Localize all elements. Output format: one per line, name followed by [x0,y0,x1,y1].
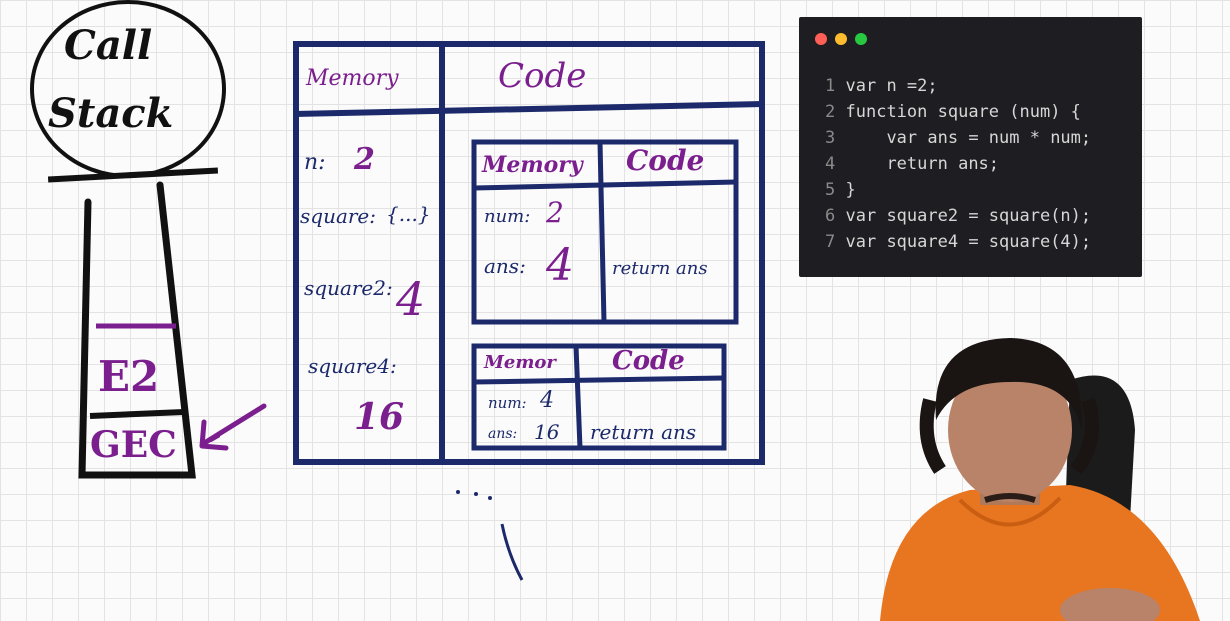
gec-memory-key-square4: square4: [308,354,397,378]
ctx1-num-key: num: [484,206,531,227]
ctx2-ans-key: ans: [488,426,518,442]
code-line-5: 5 } [825,180,856,200]
call-stack-title-line1: Call [64,22,153,69]
code-line-4: 4 return ans; [825,154,1000,174]
stack-frame-gec: GEC [90,424,177,466]
arrow-to-gec [199,403,267,451]
stack-frame-e2: E2 [98,352,160,401]
ctx2-num-value: 4 [540,388,554,413]
pen-marks [456,490,524,581]
gec-memory-value-square2: 4 [396,272,426,326]
gec-memory-header: Memory [306,66,399,91]
presenter-webcam [880,338,1200,621]
gec-memory-value-n: 2 [354,142,375,177]
gec-memory-key-square2: square2: [304,276,393,300]
code-line-3: 3 var ans = num * num; [825,128,1092,148]
ctx2-code-header: Code [612,346,685,376]
global-execution-context [293,41,765,465]
ctx2-memory-header: Memor [484,352,556,373]
ctx1-num-value: 2 [546,196,564,229]
ctx1-code-header: Code [626,144,705,177]
ctx1-code-text: return ans [612,258,708,279]
window-minimize-dot[interactable] [835,33,847,45]
code-line-7: 7 var square4 = square(4); [825,232,1092,252]
code-line-1: 1 var n =2; [825,76,938,96]
call-stack-title-line2: Stack [48,90,174,137]
window-maximize-dot[interactable] [855,33,867,45]
gec-memory-value-square4: 16 [354,396,405,438]
gec-memory-key-square: square: [300,204,377,228]
code-editor-window: 1 var n =2; 2 function square (num) { 3 … [799,17,1142,277]
ctx2-code-text: return ans [590,420,697,444]
ctx1-memory-header: Memory [482,152,583,178]
ctx2-ans-value: 16 [534,420,560,444]
ctx1-ans-key: ans: [484,254,526,278]
code-line-6: 6 var square2 = square(n); [825,206,1092,226]
gec-memory-key-n: n: [304,150,326,175]
gec-memory-value-square: {...} [386,202,431,226]
gec-code-header: Code [498,56,587,96]
ctx1-ans-value: 4 [546,240,574,291]
call-stack-badge: Call Stack [30,0,226,178]
code-line-2: 2 function square (num) { [825,102,1081,122]
window-close-dot[interactable] [815,33,827,45]
ctx2-num-key: num: [488,394,527,412]
